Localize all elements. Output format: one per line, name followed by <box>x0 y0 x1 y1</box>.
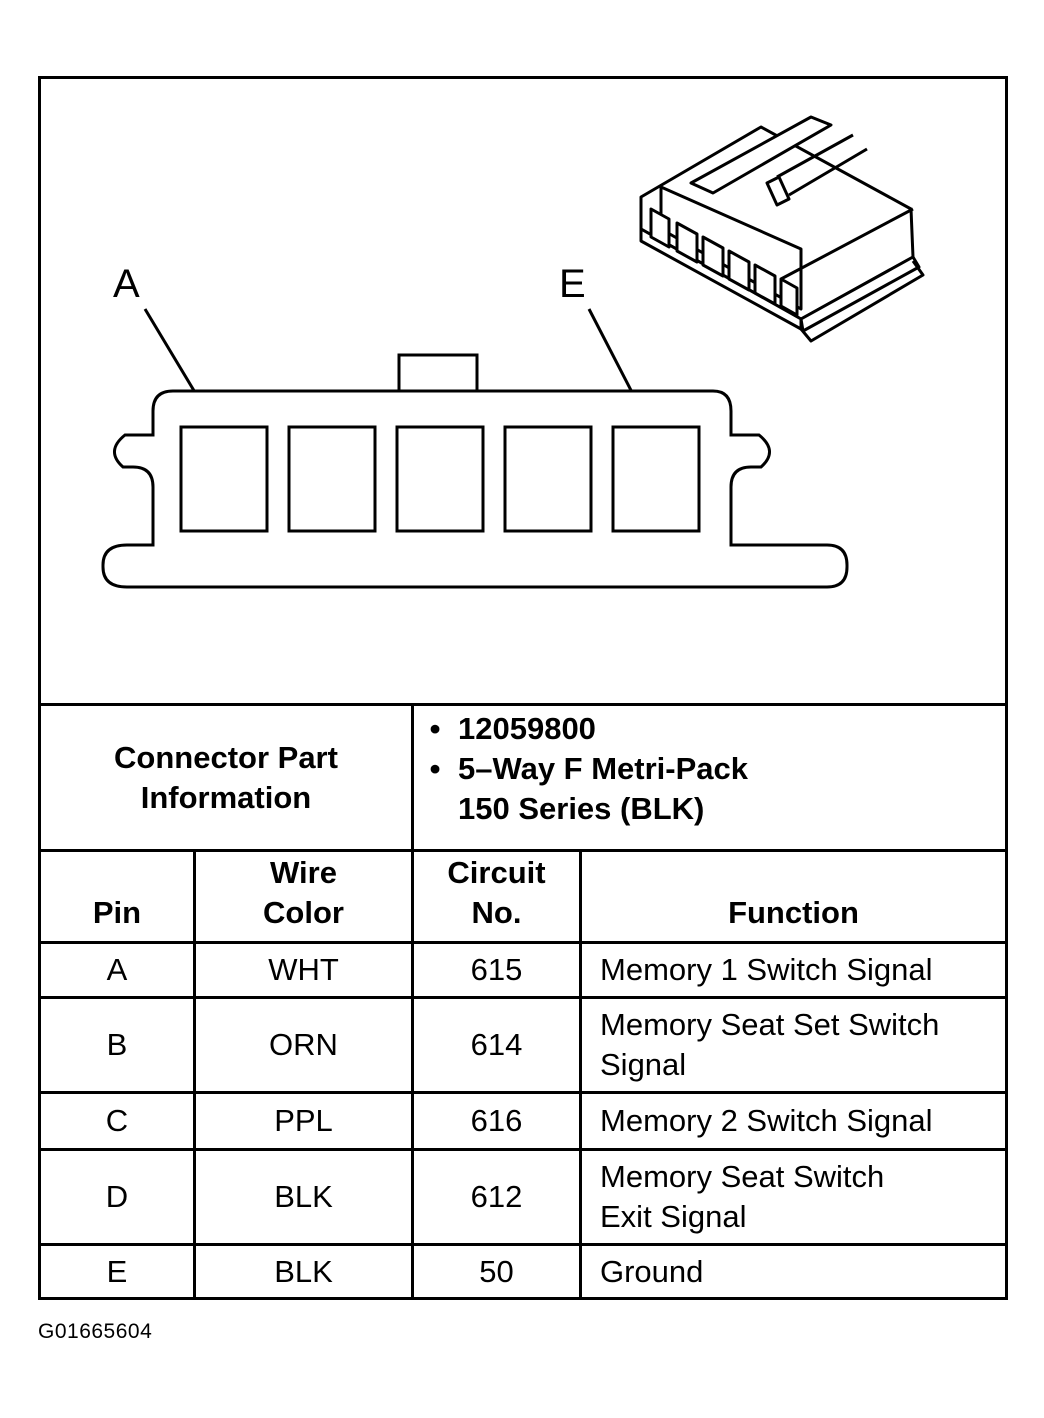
row-e-circuit-no: 50 <box>479 1253 514 1289</box>
cavity-a <box>179 425 269 533</box>
row-a-wire-color: WHT <box>268 952 339 987</box>
header-pin: Pin <box>92 895 142 930</box>
header-bottom-border <box>41 941 1005 944</box>
pin-e-callout: E <box>559 262 586 306</box>
row-d-wire-color: BLK <box>274 1179 333 1214</box>
header-function: Function <box>728 895 859 930</box>
info-divider <box>411 703 414 849</box>
header-top-border <box>41 849 1005 852</box>
table-top-border <box>41 703 1005 706</box>
cavity-e <box>611 425 701 533</box>
connector-isometric-icon <box>639 115 925 572</box>
row-divider <box>41 1091 1005 1094</box>
row-d-function: Memory Seat Switch Exit Signal <box>600 1159 885 1234</box>
row-e-wire-color: BLK <box>274 1253 333 1289</box>
cavity-b <box>287 425 377 533</box>
row-e-pin: E <box>106 1253 128 1289</box>
row-b-wire-color: ORN <box>269 1027 338 1062</box>
column-divider <box>193 849 196 1297</box>
row-a-circuit-no: 615 <box>470 952 523 987</box>
row-a-pin: A <box>106 952 128 987</box>
row-c-wire-color: PPL <box>274 1103 333 1138</box>
connector-type: 5–Way F Metri-Pack 150 Series (BLK) <box>458 751 749 826</box>
row-d-circuit-no: 612 <box>470 1179 523 1214</box>
row-b-pin: B <box>106 1027 128 1062</box>
row-b-function: Memory Seat Set Switch Signal <box>600 1007 940 1082</box>
row-c-function: Memory 2 Switch Signal <box>600 1103 933 1138</box>
connector-part-info-list: • 12059800 • 5–Way F Metri-Pack 150 Seri… <box>412 709 1002 829</box>
connector-type-item: • 5–Way F Metri-Pack 150 Series (BLK) <box>412 749 1002 829</box>
row-e-function: Ground <box>600 1253 704 1289</box>
figure-id: G01665604 <box>38 1320 153 1343</box>
row-d-pin: D <box>105 1179 129 1214</box>
cavity-d <box>503 425 593 533</box>
connector-part-info-label: Connector Part Information <box>114 739 338 815</box>
header-wire-color: Wire Color <box>263 855 344 930</box>
pin-a-callout: A <box>113 262 140 306</box>
column-divider <box>411 849 414 1297</box>
connector-part-number: 12059800 <box>458 711 596 746</box>
row-a-function: Memory 1 Switch Signal <box>600 952 933 987</box>
column-divider <box>579 849 582 1297</box>
row-divider <box>41 996 1005 999</box>
bullet-icon: • <box>429 711 441 746</box>
header-circuit-no: Circuit No. <box>447 855 546 930</box>
row-divider <box>41 1243 1005 1246</box>
row-c-pin: C <box>105 1103 129 1138</box>
row-divider <box>41 1148 1005 1151</box>
connector-part-number-item: • 12059800 <box>412 709 1002 749</box>
connector-face-drawing: A E <box>101 115 925 589</box>
connector-diagram: A E <box>41 79 1005 703</box>
cavity-c <box>395 425 485 533</box>
row-c-circuit-no: 616 <box>470 1103 523 1138</box>
bullet-icon: • <box>429 751 441 786</box>
connector-latch-tab <box>397 353 479 393</box>
connector-figure-frame: A E Connector Part Information Pin Wire … <box>38 76 1008 1300</box>
row-b-circuit-no: 614 <box>470 1027 523 1062</box>
